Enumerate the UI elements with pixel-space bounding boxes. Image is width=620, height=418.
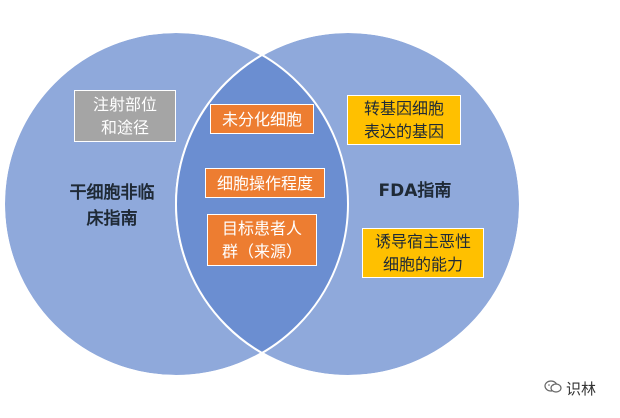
box-injection-site: 注射部位 和途径 bbox=[74, 90, 176, 142]
left-circle-title: 干细胞非临 床指南 bbox=[69, 183, 155, 229]
box-cell-manipulation: 细胞操作程度 bbox=[205, 168, 325, 198]
watermark: 识林 bbox=[544, 378, 596, 399]
watermark-text: 识林 bbox=[566, 380, 597, 398]
right-circle-title: FDA指南 bbox=[378, 181, 452, 201]
box-undifferentiated-cells: 未分化细胞 bbox=[210, 104, 314, 134]
box-transgene-expression: 转基因细胞 表达的基因 bbox=[347, 95, 461, 145]
box-target-population: 目标患者人 群（来源） bbox=[207, 214, 317, 266]
box-malignant-induction: 诱导宿主恶性 细胞的能力 bbox=[362, 228, 484, 278]
wechat-icon bbox=[544, 379, 562, 398]
